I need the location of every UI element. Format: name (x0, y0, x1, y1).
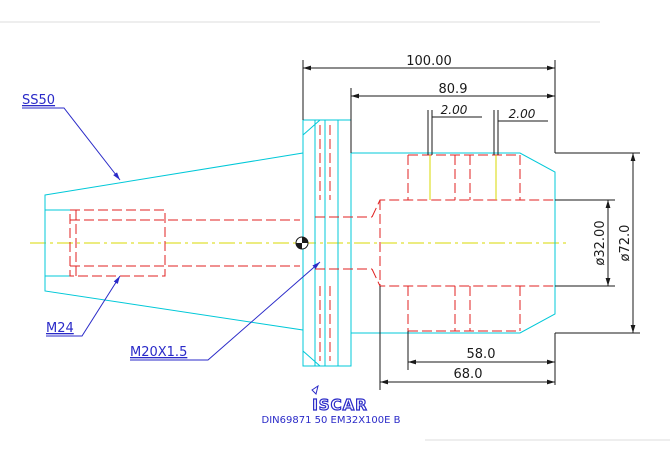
dim-bore-diameter: ø32.00 (593, 220, 608, 265)
dimension-lines (302, 60, 640, 390)
taper-shank-outline (44, 152, 304, 331)
dim-overall-length: 100.00 (406, 54, 452, 69)
label-thread-screw: M20X1.5 (130, 345, 187, 360)
dim-bore-depth: 80.9 (439, 82, 468, 97)
dim-clamp-length: 58.0 (467, 347, 496, 362)
drawing-caption: DIN69871 50 EM32X100E B (262, 415, 401, 426)
spindle-point-fill (296, 237, 308, 249)
groove-lines (429, 155, 497, 200)
body-outline (350, 152, 556, 334)
dim-body-length: 68.0 (454, 367, 483, 382)
brand-logo: ISCAR (311, 384, 368, 415)
logo-swoosh-icon (311, 384, 319, 395)
label-thread-main: M24 (46, 321, 74, 336)
dim-outer-diameter: ø72.0 (618, 225, 633, 262)
hidden-lines (69, 125, 555, 361)
leader-lines (22, 107, 321, 361)
dim-groove-width-1: 2.00 (441, 103, 468, 117)
frame-lines (0, 21, 670, 441)
dim-groove-width-2: 2.00 (509, 107, 536, 121)
label-taper: SS50 (22, 93, 55, 108)
logo-text: ISCAR (312, 396, 368, 414)
